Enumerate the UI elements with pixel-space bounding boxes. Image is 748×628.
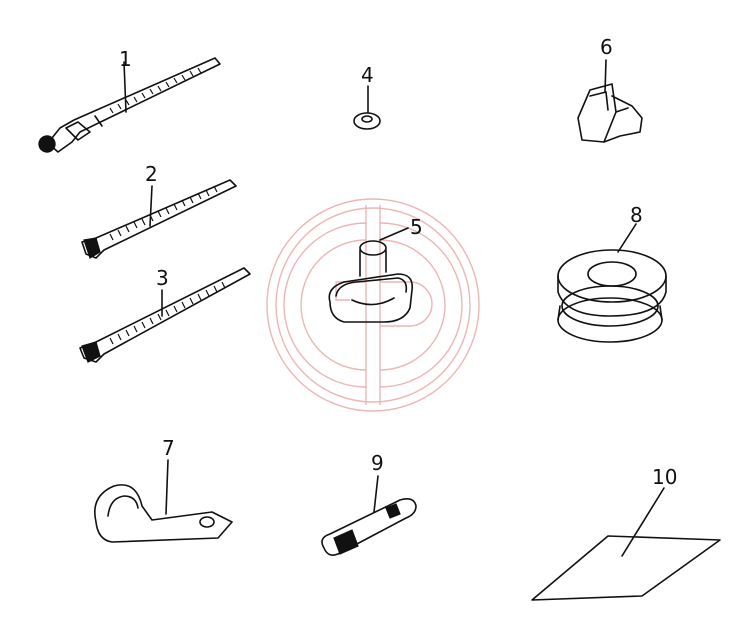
p-clamp: 7 — [94, 436, 233, 543]
cable-tie-long: 3 — [79, 266, 251, 363]
part-label-9: 9 — [371, 451, 384, 475]
part-label-6: 6 — [600, 35, 613, 59]
grommet-with-tube: 5 — [328, 215, 423, 323]
part-label-1: 1 — [119, 47, 132, 71]
washer: 4 — [353, 63, 381, 130]
spacer-strip: 9 — [321, 451, 417, 556]
rubber-grommet: 8 — [557, 203, 667, 343]
part-label-8: 8 — [630, 203, 643, 227]
part-label-5: 5 — [410, 215, 423, 239]
part-label-2: 2 — [145, 162, 158, 186]
gp-logo-watermark-icon — [266, 198, 480, 412]
part-label-7: 7 — [162, 436, 175, 460]
cable-tie-with-mount: 1 — [38, 47, 221, 153]
wire-clip: 6 — [577, 35, 643, 143]
part-label-4: 4 — [361, 63, 374, 87]
cable-tie-medium: 2 — [81, 162, 237, 259]
part-label-10: 10 — [652, 465, 677, 489]
adhesive-sheet: 10 — [531, 465, 721, 601]
part-label-3: 3 — [156, 266, 169, 290]
